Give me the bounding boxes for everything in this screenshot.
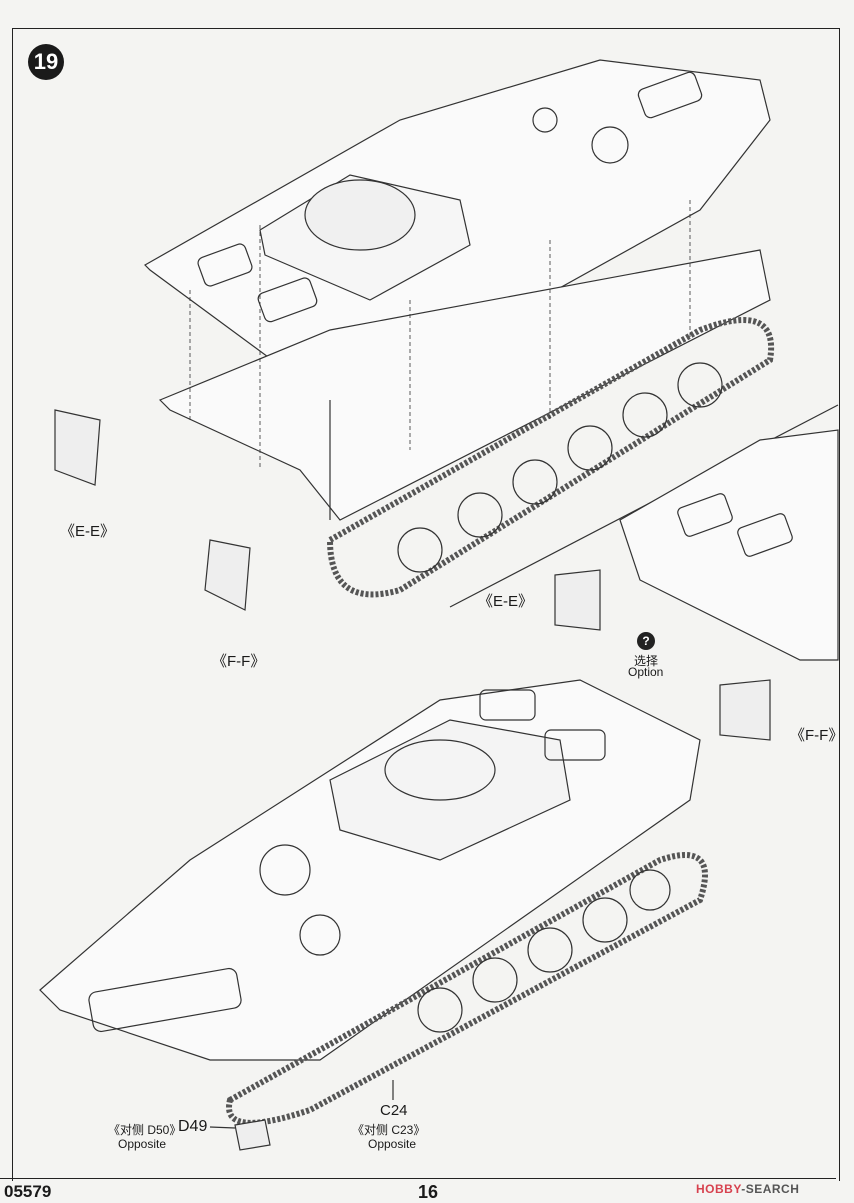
label-d49: D49: [178, 1118, 208, 1135]
lower-hull: [158, 249, 771, 521]
watermark-search: SEARCH: [745, 1182, 800, 1196]
page-frame: [12, 28, 840, 1181]
option-label-cn: 选择: [634, 654, 659, 668]
assembled-hull: [39, 679, 701, 1061]
label-ee-inset: 《E-E》: [478, 593, 534, 610]
label-ff-inset: 《F-F》: [790, 727, 844, 744]
label-ff-main: 《F-F》: [212, 653, 266, 670]
road-wheels-main: [397, 362, 723, 573]
page-number: 16: [418, 1182, 439, 1202]
part-ff-main: [204, 539, 251, 611]
label-d-opposite: Opposite: [118, 1137, 167, 1151]
option-question-icon: ?: [637, 632, 655, 650]
step-number: 19: [28, 44, 64, 80]
part-d49: [234, 1119, 271, 1151]
part-ee-main: [54, 409, 101, 486]
road-wheels-assembled: [417, 869, 671, 1033]
footer-rule: [0, 1178, 836, 1179]
track-assembled: [226, 852, 708, 1126]
watermark: HOBBY-SEARCH: [696, 1182, 800, 1196]
label-ee-main: 《E-E》: [60, 523, 116, 540]
label-c-opposite: Opposite: [368, 1137, 417, 1151]
label-c23: 《对侧 C23》: [352, 1123, 426, 1137]
track-main: [326, 317, 775, 598]
label-c24: C24: [380, 1102, 408, 1119]
product-code: 05579: [4, 1182, 52, 1201]
label-d50: 《对侧 D50》: [108, 1123, 182, 1137]
option-label-en: Option: [628, 665, 664, 679]
watermark-hobby: HOBBY: [696, 1182, 742, 1196]
